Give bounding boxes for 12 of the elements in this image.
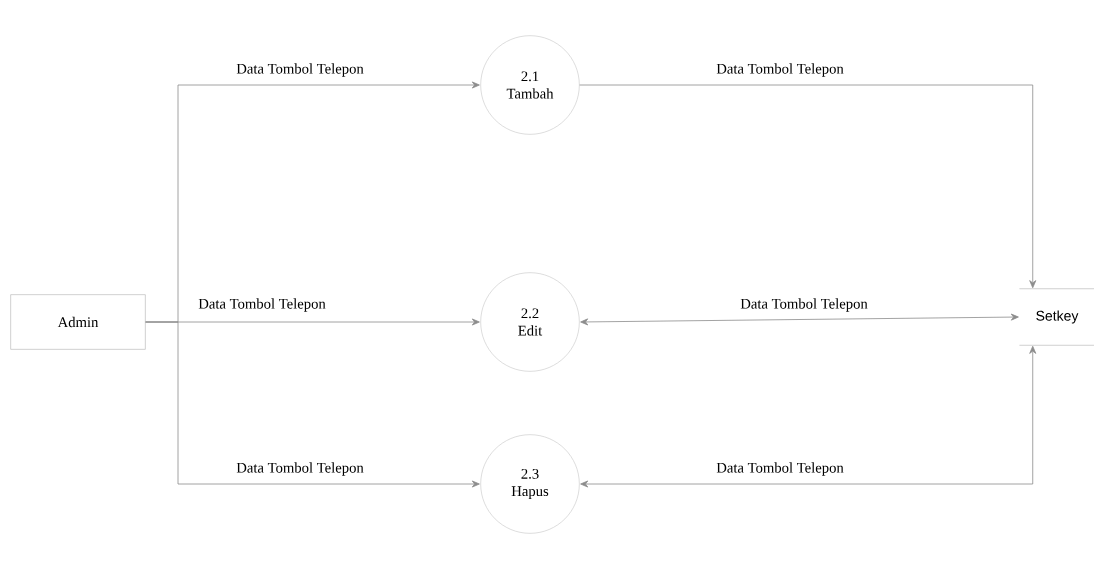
edge-label: Data Tombol Telepon bbox=[740, 298, 868, 312]
arrow bbox=[580, 345, 1037, 488]
entity-box: Admin bbox=[10, 294, 146, 350]
edge-label: Data Tombol Telepon bbox=[236, 63, 364, 77]
arrow bbox=[579, 84, 1037, 289]
data-store: Setkey bbox=[1019, 288, 1094, 346]
edge-label: Data Tombol Telepon bbox=[236, 462, 364, 476]
arrow bbox=[580, 313, 1019, 326]
arrow bbox=[145, 321, 480, 488]
edge-label: Data Tombol Telepon bbox=[198, 298, 326, 312]
edge-label: Data Tombol Telepon bbox=[716, 462, 844, 476]
edge-label: Data Tombol Telepon bbox=[716, 63, 844, 77]
